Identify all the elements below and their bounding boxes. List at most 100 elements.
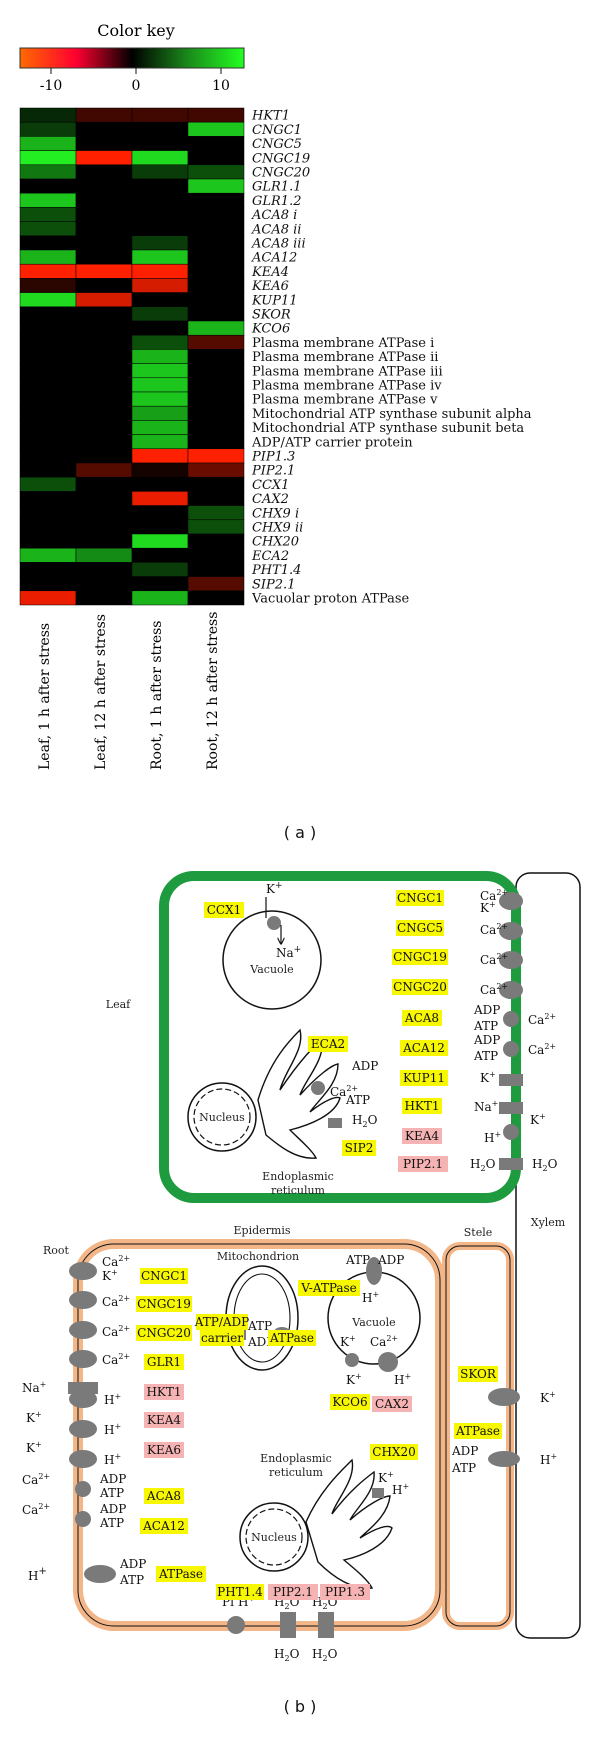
- svg-text:Na+: Na+: [22, 1380, 46, 1395]
- heatmap-cell: [187, 491, 245, 506]
- heatmap-cell: [131, 590, 189, 606]
- heatmap-cell: [187, 377, 245, 393]
- leaf-er-label: reticulum: [271, 1184, 326, 1197]
- heatmap-cell: [75, 221, 133, 237]
- heatmap-cell: [19, 391, 77, 407]
- stele-cell-outline: [445, 1245, 511, 1627]
- heatmap-cell: [187, 505, 245, 521]
- heatmap-cell: [187, 320, 245, 336]
- panel-b-label: ( b ): [284, 1697, 317, 1716]
- svg-text:K+: K+: [26, 1440, 42, 1455]
- tag-GLR1: GLR1: [147, 1355, 181, 1369]
- heatmap-row-label: Mitochondrial ATP synthase subunit alpha: [252, 407, 532, 422]
- column-label: Leaf, 12 h after stress: [93, 614, 109, 770]
- heatmap-cell: [19, 434, 77, 450]
- heatmap-cell: [19, 476, 77, 492]
- heatmap-cell: [187, 434, 245, 450]
- heatmap-cell: [131, 576, 189, 592]
- svg-text:ADP: ADP: [99, 1502, 126, 1516]
- root-nucleus-envelope: [245, 1508, 303, 1566]
- heatmap-cell: [131, 136, 189, 151]
- heatmap-cell: [19, 136, 77, 151]
- color-key: Color key -10 0 10: [19, 21, 245, 94]
- heatmap-column-labels: Leaf, 1 h after stress Leaf, 12 h after …: [37, 612, 221, 770]
- heatmap-cell: [75, 349, 133, 364]
- heatmap-cell: [187, 349, 245, 364]
- heatmap-row-label: Plasma membrane ATPase ii: [252, 350, 438, 365]
- stele-label: Stele: [464, 1226, 493, 1239]
- svg-text:ATP: ATP: [473, 1019, 498, 1033]
- heatmap-cell: [187, 150, 245, 166]
- color-key-title: Color key: [97, 21, 175, 40]
- tag-PIP2.1: PIP2.1: [403, 1157, 443, 1171]
- heatmap-row-label: ACA12: [251, 251, 297, 266]
- heatmap-cell: [19, 334, 77, 350]
- tag-ACA12: ACA12: [402, 1041, 445, 1055]
- root-er-label: Endoplasmic: [260, 1452, 332, 1465]
- leaf-vacuole: [222, 910, 322, 1010]
- epidermis-label: Epidermis: [234, 1224, 291, 1237]
- heatmap-cell: [19, 448, 77, 464]
- svg-text:ATP: ATP: [99, 1516, 124, 1530]
- heatmap-cell: [131, 178, 189, 194]
- heatmap-cell: [187, 420, 245, 435]
- tag-PHT1.4: PHT1.4: [217, 1585, 263, 1599]
- tag-ACA8: ACA8: [404, 1011, 439, 1025]
- heatmap-cell: [19, 164, 77, 180]
- heatmap-cell: [19, 420, 77, 435]
- tag-CCX1: CCX1: [207, 903, 242, 917]
- tag-KCO6: KCO6: [332, 1395, 367, 1409]
- tag-ACA12: ACA12: [142, 1519, 185, 1533]
- heatmap-cell: [131, 349, 189, 364]
- heatmap-cell: [75, 192, 133, 208]
- heatmap-cell: [187, 292, 245, 308]
- svg-text:ATP: ATP: [473, 1049, 498, 1063]
- heatmap-cell: [131, 491, 189, 506]
- heatmap-row-label: HKT1: [251, 109, 290, 124]
- heatmap-cell: [75, 448, 133, 464]
- svg-text:K+: K+: [26, 1410, 42, 1425]
- heatmap-row-label: CNGC1: [252, 123, 302, 138]
- heatmap-cell: [131, 519, 189, 535]
- tag-HKT1: HKT1: [404, 1099, 439, 1113]
- heatmap-cell: [187, 590, 245, 606]
- heatmap-cell: [187, 107, 245, 123]
- heatmap-cell: [187, 476, 245, 492]
- heatmap-cell: [19, 405, 77, 421]
- ion-label: ATP: [247, 1319, 272, 1333]
- root-er-label: reticulum: [269, 1466, 324, 1479]
- heatmap-cell: [75, 278, 133, 293]
- heatmap-row-label: CHX20: [252, 535, 299, 550]
- heatmap-row-label: GLR1.1: [252, 180, 301, 195]
- root-nucleus: [239, 1502, 309, 1572]
- root-label: Root: [43, 1244, 70, 1257]
- heatmap-row-label: SKOR: [252, 308, 291, 323]
- heatmap-cell: [187, 448, 245, 464]
- tag-HKT1: HKT1: [146, 1385, 181, 1399]
- heatmap-row-label: ACA8 i: [251, 208, 297, 223]
- heatmap-cell: [75, 320, 133, 336]
- heatmap-row-label: CNGC5: [252, 137, 302, 152]
- heatmap-cell: [75, 562, 133, 577]
- key-tick-label: 10: [212, 78, 230, 94]
- heatmap-cell: [75, 235, 133, 251]
- heatmap-cell: [75, 207, 133, 222]
- heatmap-row-label: Mitochondrial ATP synthase subunit beta: [252, 421, 524, 436]
- heatmap-cell: [187, 207, 245, 222]
- heatmap-cell: [187, 576, 245, 592]
- heatmap-cell: [187, 249, 245, 265]
- heatmap-cell: [131, 377, 189, 393]
- mitochondrion-label: Mitochondrion: [217, 1250, 299, 1263]
- heatmap-cell: [131, 263, 189, 279]
- heatmap-cell: [19, 178, 77, 194]
- heatmap-row-label: PIP2.1: [251, 464, 295, 479]
- svg-text:ADP: ADP: [473, 1003, 500, 1017]
- color-key-bar: [19, 47, 245, 69]
- root-membrane-transporters: [68, 1262, 334, 1638]
- heatmap-cell: [19, 462, 77, 478]
- heatmap-cell: [131, 292, 189, 308]
- heatmap-cell: [19, 235, 77, 251]
- heatmap-row-labels: HKT1CNGC1CNGC5CNGC19CNGC20GLR1.1GLR1.2AC…: [251, 109, 532, 607]
- heatmap-cell: [187, 192, 245, 208]
- column-label: Root, 1 h after stress: [149, 621, 165, 771]
